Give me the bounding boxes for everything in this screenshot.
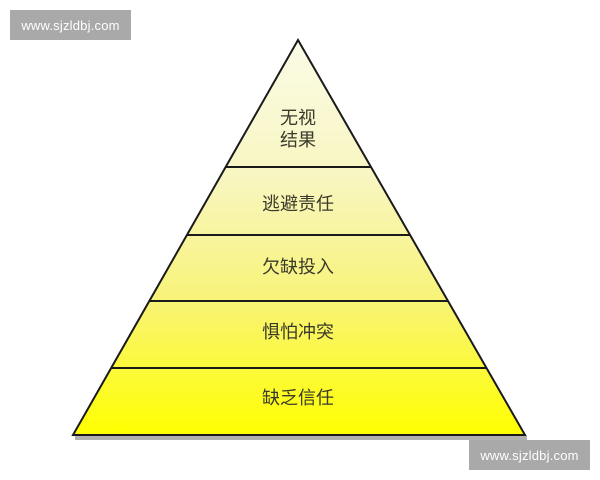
- pyramid-shadow: [75, 436, 527, 440]
- level-1-label: 无视 结果: [198, 108, 398, 152]
- watermark-top-left: www.sjzldbj.com: [10, 10, 131, 40]
- level-1-line-2: 结果: [280, 130, 316, 151]
- level-5-label: 缺乏信任: [262, 388, 334, 409]
- watermark-bottom-right: www.sjzldbj.com: [469, 440, 590, 470]
- pyramid-outline: [71, 37, 527, 436]
- level-4-label: 惧怕冲突: [262, 322, 334, 343]
- level-1-line-1: 无视: [280, 108, 316, 129]
- level-2-label: 逃避责任: [262, 194, 334, 215]
- level-3-label: 欠缺投入: [262, 257, 334, 278]
